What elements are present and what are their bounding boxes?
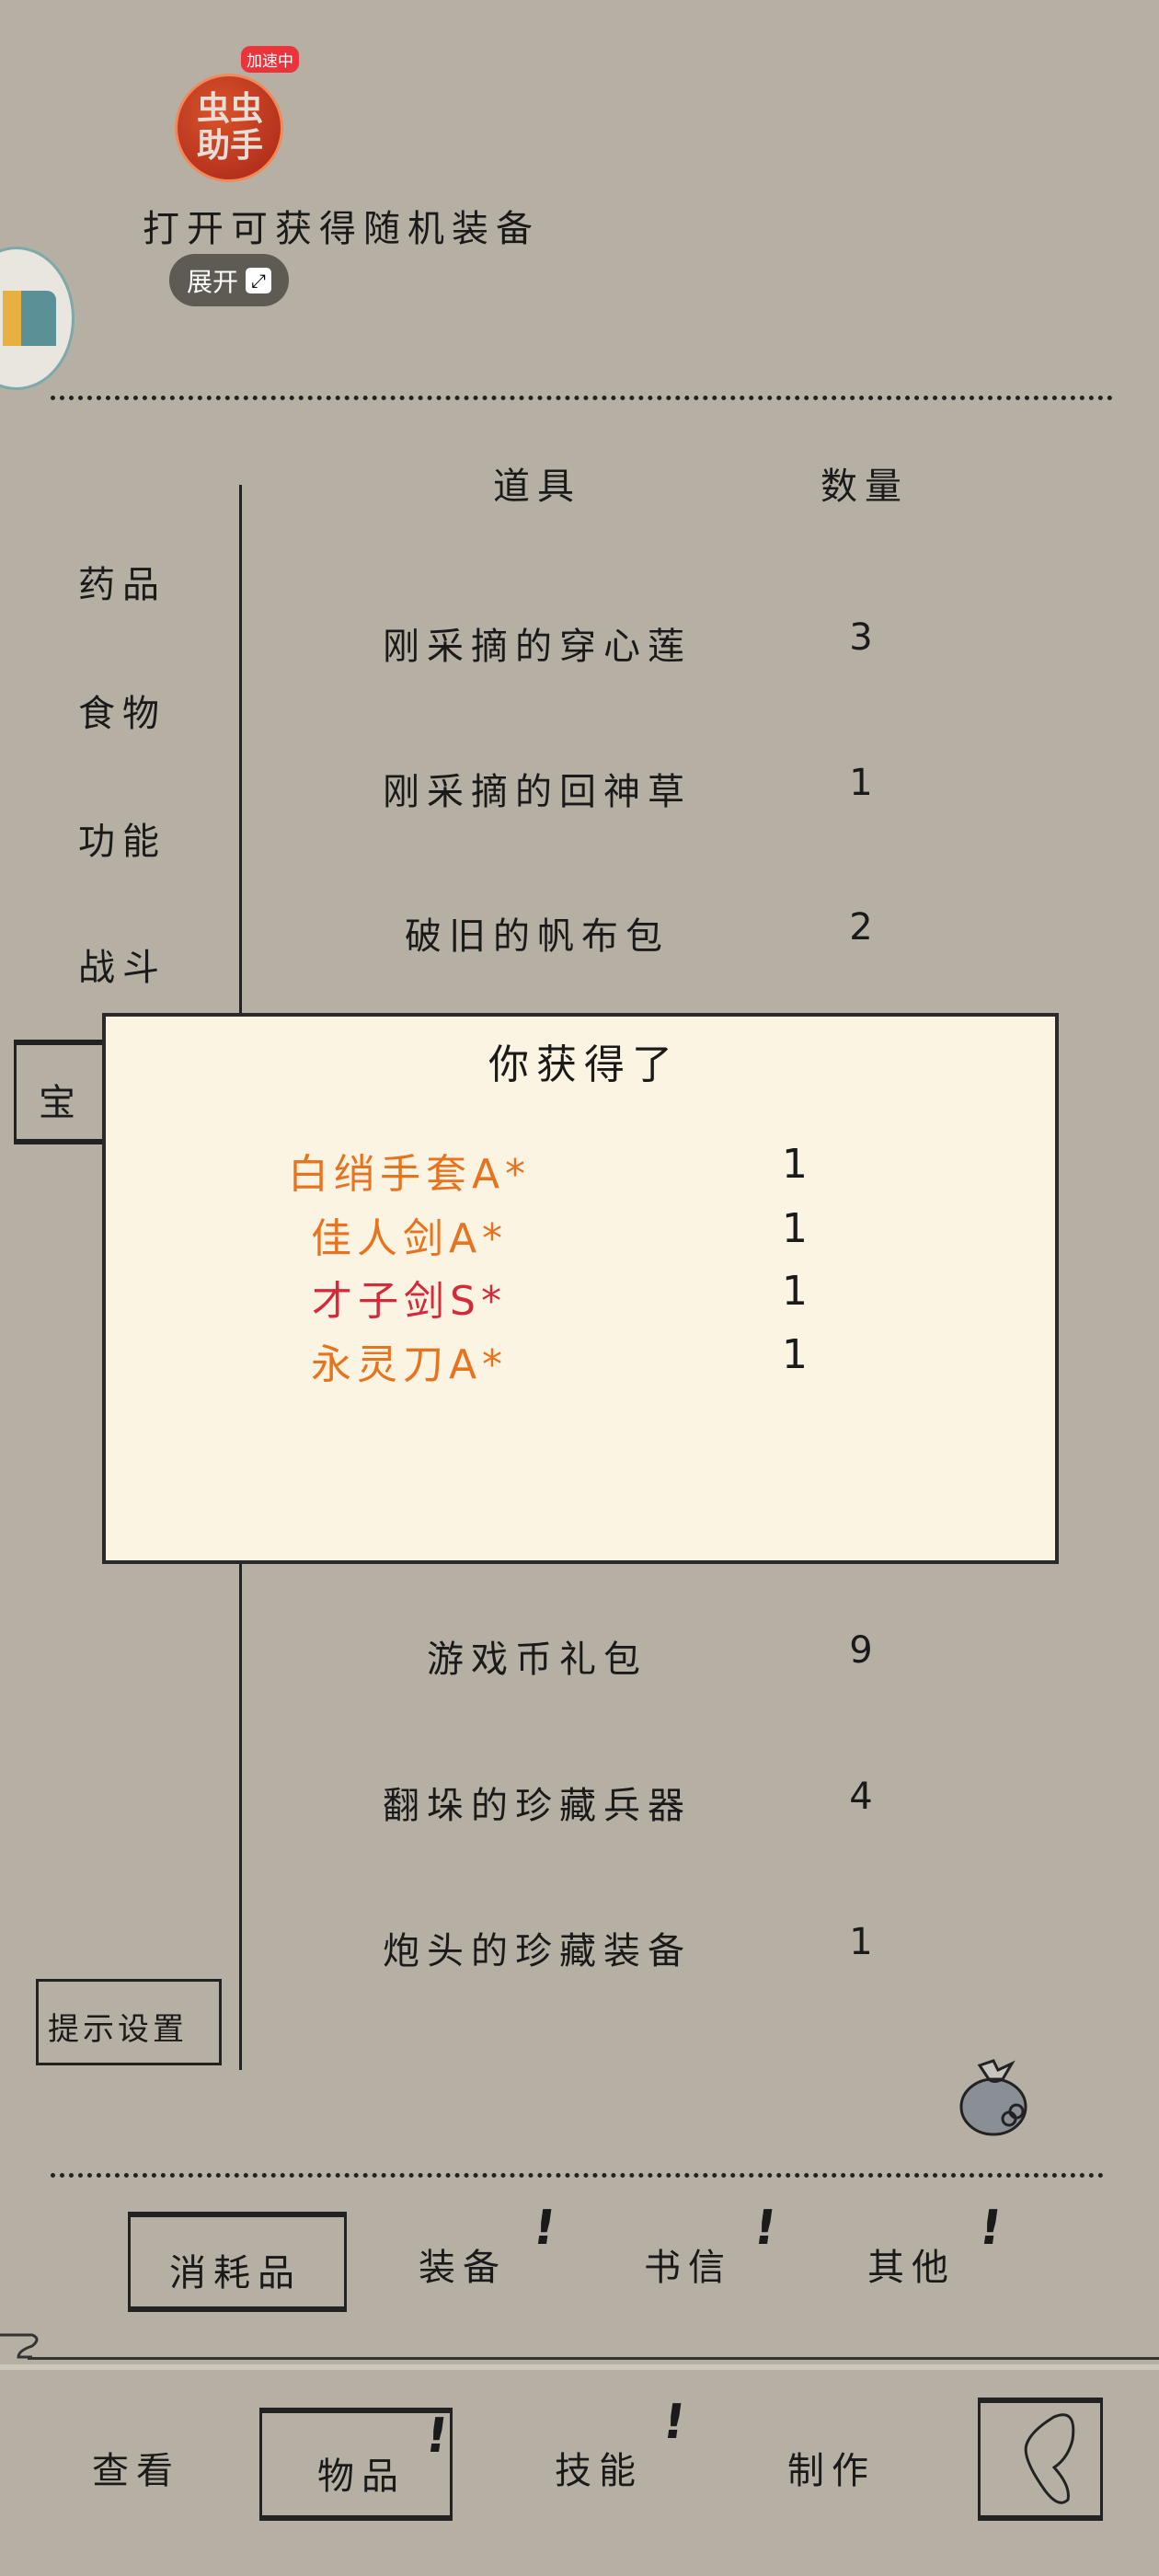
reward-item-count: 1	[782, 1205, 813, 1252]
nav-separator-line	[28, 2357, 1159, 2360]
reward-item-count: 1	[782, 1331, 813, 1378]
nav-label: 技能	[555, 2450, 643, 2492]
side-app-icon[interactable]	[0, 247, 75, 390]
tab-letters[interactable]: 书信 !	[644, 2201, 780, 2293]
swirl-ornament	[0, 2333, 39, 2359]
accelerating-badge: 加速中	[241, 46, 299, 73]
reward-item-count: 1	[782, 1141, 813, 1188]
tab-label: 其他	[867, 2247, 956, 2289]
alert-icon: !	[529, 2201, 559, 2256]
nav-label: 制作	[787, 2450, 876, 2492]
table-row[interactable]: 刚采摘的穿心莲 3	[0, 616, 1159, 668]
reward-item-name: 永灵刀A*	[310, 1341, 509, 1388]
item-name: 炮头的珍藏装备	[383, 1930, 692, 1972]
table-row[interactable]: 游戏币礼包 9	[0, 1629, 1159, 1681]
column-header-count: 数量	[820, 466, 909, 508]
assistant-float-button[interactable]: 虫虫助手	[175, 74, 283, 182]
money-bag-icon[interactable]	[952, 2047, 1035, 2139]
alert-icon: !	[421, 2409, 452, 2464]
item-count: 9	[849, 1629, 880, 1672]
sidebar-item-function[interactable]: 功能	[78, 821, 166, 863]
tab-label: 消耗品	[169, 2252, 302, 2294]
nav-view[interactable]: 查看	[92, 2441, 180, 2494]
expand-arrows-icon: ⤢	[246, 267, 271, 293]
top-divider	[51, 396, 1113, 400]
table-row[interactable]: 炮头的珍藏装备 1	[0, 1921, 1159, 1972]
nav-items[interactable]: 物品 !	[259, 2408, 453, 2521]
item-count: 4	[849, 1776, 880, 1818]
column-header-item: 道具	[493, 466, 581, 508]
nav-skills[interactable]: 技能 !	[555, 2395, 689, 2494]
item-count: 1	[849, 1921, 880, 1963]
nav-craft[interactable]: 制作	[787, 2441, 876, 2494]
alert-icon: !	[750, 2201, 780, 2256]
tab-equipment[interactable]: 装备 !	[419, 2201, 559, 2293]
reward-dialog[interactable]: 你获得了 白绡手套A* 1 佳人剑A* 1 才子剑S* 1 永灵刀A* 1	[102, 1013, 1059, 1564]
alert-icon: !	[975, 2201, 1005, 2256]
reward-item-name: 白绡手套A*	[287, 1151, 532, 1198]
sidebar-item-label: 宝	[39, 1082, 83, 1124]
reward-item-name: 佳人剑A*	[310, 1215, 509, 1262]
expand-button[interactable]: 展开 ⤢	[169, 254, 289, 306]
back-arrow-icon	[1024, 2413, 1075, 2504]
item-name: 破旧的帆布包	[405, 915, 670, 958]
item-count: 2	[849, 906, 880, 949]
tab-label: 书信	[644, 2247, 732, 2289]
tab-consumables[interactable]: 消耗品	[128, 2212, 347, 2312]
back-button[interactable]	[978, 2398, 1103, 2521]
sidebar-item-food[interactable]: 食物	[78, 693, 166, 735]
nav-label: 物品	[317, 2455, 406, 2498]
table-row[interactable]: 破旧的帆布包 2	[0, 906, 1159, 958]
item-name: 刚采摘的回神草	[383, 771, 692, 813]
sidebar-item-medicine[interactable]: 药品	[78, 564, 166, 606]
item-description: 打开可获得随机装备	[143, 208, 540, 250]
item-name: 翻垛的珍藏兵器	[383, 1785, 692, 1827]
sidebar-item-battle[interactable]: 战斗	[78, 947, 166, 989]
alert-icon: !	[659, 2395, 689, 2450]
item-name: 游戏币礼包	[427, 1639, 648, 1681]
item-count: 1	[849, 762, 880, 804]
tab-other[interactable]: 其他 !	[867, 2201, 1005, 2293]
reward-item-count: 1	[782, 1268, 813, 1315]
reward-item-name: 才子剑S*	[312, 1278, 507, 1325]
assistant-logo: 虫虫助手	[196, 90, 263, 165]
item-count: 3	[849, 616, 880, 659]
bottom-divider	[51, 2173, 1104, 2178]
dialog-title: 你获得了	[488, 1041, 680, 1088]
hint-settings-label: 提示设置	[48, 2011, 188, 2048]
nav-label: 查看	[92, 2450, 180, 2492]
table-row[interactable]: 刚采摘的回神草 1	[0, 762, 1159, 813]
hint-settings-button[interactable]: 提示设置	[36, 1979, 222, 2065]
tab-label: 装备	[419, 2247, 507, 2289]
expand-label: 展开	[186, 266, 238, 297]
table-row[interactable]: 翻垛的珍藏兵器 4	[0, 1776, 1159, 1827]
item-name: 刚采摘的穿心莲	[383, 626, 692, 668]
nav-separator	[0, 2364, 1159, 2370]
